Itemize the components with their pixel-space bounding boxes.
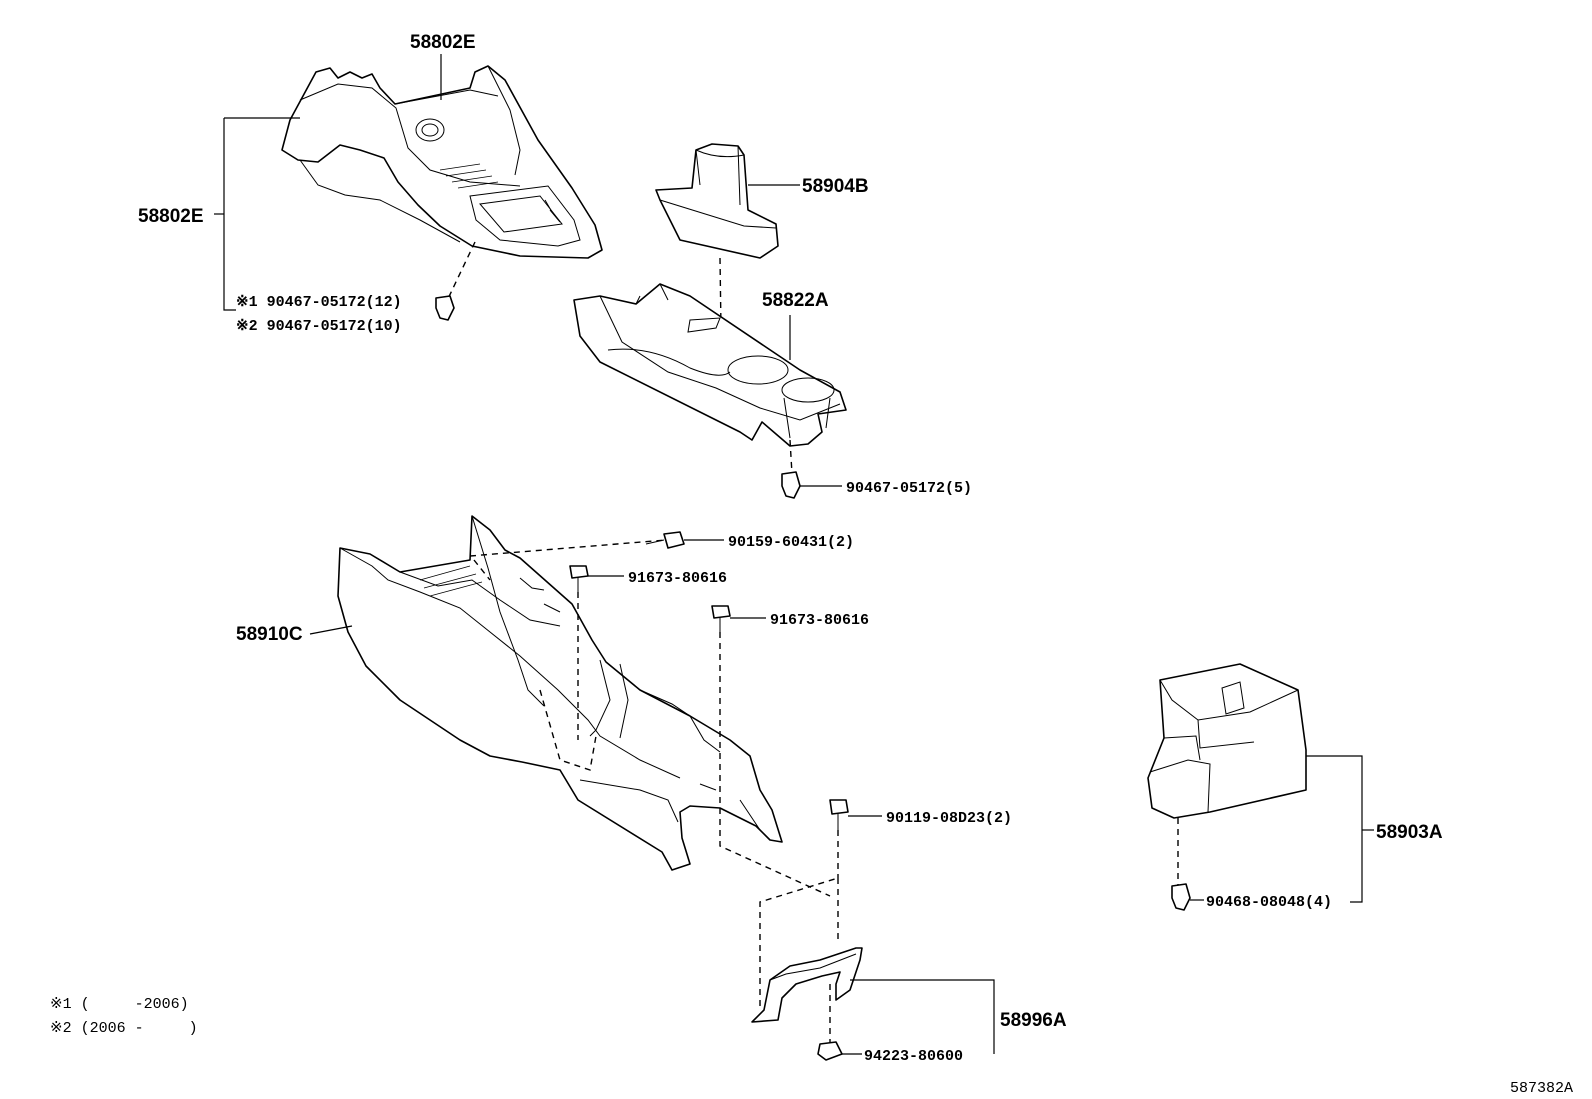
bolt-icon [569,565,589,579]
bolt-icon [663,531,685,549]
label-clip-tray: 90467-05172(5) [846,480,972,497]
label-58822A: 58822A [762,290,829,311]
upper-console-panel [281,65,603,259]
tray-box [573,283,847,447]
nut-icon [817,1041,843,1061]
clip-icon [1171,883,1191,911]
clip-icon [781,471,801,499]
label-58910C: 58910C [236,624,303,645]
label-bolt-90159: 90159-60431(2) [728,534,854,551]
rear-box [1147,663,1307,819]
label-58802E-top: 58802E [410,32,476,53]
footnote-2: ※2 (2006 - ) [50,1020,198,1037]
bolt-icon [711,605,731,619]
label-bolt-91673-a: 91673-80616 [628,570,727,587]
shift-boot [655,143,779,259]
console-body [337,515,783,871]
label-nut-94223: 94223-80600 [864,1048,963,1065]
label-clip-rear: 90468-08048(4) [1206,894,1332,911]
label-58904B: 58904B [802,176,869,197]
clip-icon [435,295,455,321]
bolt-icon [829,799,849,815]
bracket [751,947,863,1023]
label-58996A: 58996A [1000,1010,1067,1031]
label-bolt-91673-b: 91673-80616 [770,612,869,629]
label-clip-upper-1: ※1 90467-05172(12) [236,294,402,311]
label-clip-upper-2: ※2 90467-05172(10) [236,318,402,335]
label-58802E-left: 58802E [138,206,204,227]
footnote-1: ※1 ( -2006) [50,996,189,1013]
illustration-id: 587382A [1510,1080,1573,1097]
label-bolt-90119: 90119-08D23(2) [886,810,1012,827]
label-58903A: 58903A [1376,822,1443,843]
